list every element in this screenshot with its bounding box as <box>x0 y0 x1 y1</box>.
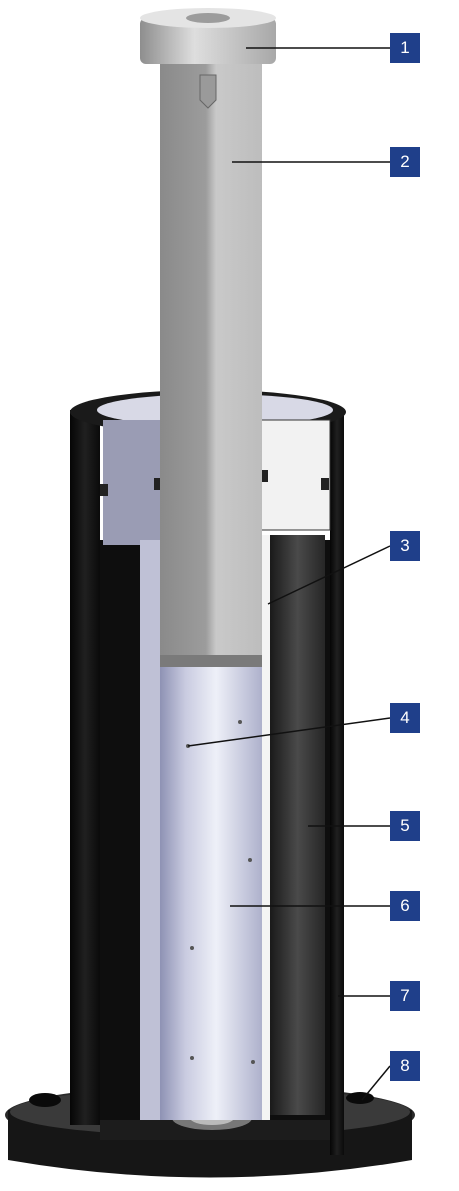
leader-line-3 <box>267 545 391 605</box>
leader-line-4 <box>187 717 391 747</box>
guide-block <box>100 419 331 545</box>
callout-6: 6 <box>390 891 420 921</box>
callout-3: 3 <box>390 531 420 561</box>
callout-1: 1 <box>390 33 420 63</box>
piston-rod <box>160 55 262 667</box>
leader-line-8 <box>361 1065 391 1101</box>
inner-pressure-tube <box>140 540 262 1120</box>
callout-4: 4 <box>390 703 420 733</box>
callout-8: 8 <box>390 1051 420 1081</box>
leader-lines <box>187 47 391 1101</box>
top-cap <box>140 8 276 64</box>
callout-2: 2 <box>390 147 420 177</box>
flange-bolt-hole <box>346 1092 374 1104</box>
callout-7: 7 <box>390 981 420 1011</box>
flange-bolt-hole <box>29 1093 61 1107</box>
callout-5: 5 <box>390 811 420 841</box>
